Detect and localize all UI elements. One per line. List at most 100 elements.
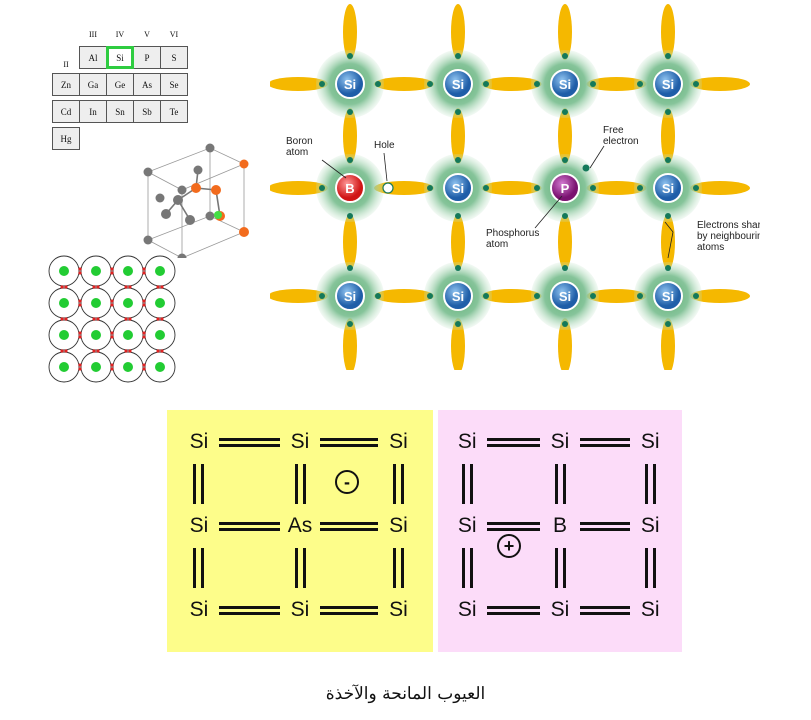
valence-electron <box>347 213 353 219</box>
bond-lobe <box>690 289 750 303</box>
covalent-bond <box>218 521 280 525</box>
valence-electron <box>562 53 568 59</box>
covalent-bond <box>487 527 540 531</box>
silicon-atom-label: Si <box>452 181 464 196</box>
covalent-bond <box>400 548 404 588</box>
covalent-bond <box>487 611 540 615</box>
silicon-atom-label: Si <box>344 289 356 304</box>
silicon-atom-label: Si <box>559 289 571 304</box>
valence-electron <box>347 157 353 163</box>
valence-electron <box>347 265 353 271</box>
covalent-bond <box>218 527 280 531</box>
atom-symbol-si: Si <box>290 598 310 621</box>
covalent-bond <box>193 464 197 504</box>
group-header: II <box>63 60 69 69</box>
bond-lobe <box>690 181 750 195</box>
atom-core <box>155 330 165 340</box>
atom-core <box>59 362 69 372</box>
atom-core <box>91 298 101 308</box>
covalent-bond <box>652 464 656 504</box>
covalent-bond <box>554 464 558 504</box>
element-cell-s: S <box>160 46 188 69</box>
valence-electron <box>455 213 461 219</box>
valence-electron <box>562 213 568 219</box>
boron-atom <box>335 173 365 203</box>
atom-core <box>91 266 101 276</box>
silicon-atom <box>550 281 580 311</box>
atom-core <box>123 266 133 276</box>
valence-electron <box>590 185 596 191</box>
phosphorus-atom <box>550 173 580 203</box>
covalent-bond <box>218 605 280 609</box>
covalent-bond <box>400 464 404 504</box>
covalent-bond <box>562 548 566 588</box>
atom-core <box>155 298 165 308</box>
circle-lattice-illustration <box>48 255 176 383</box>
group-header: IV <box>115 30 125 39</box>
boron-atom-label: B <box>345 181 354 196</box>
valence-electron <box>534 185 540 191</box>
covalent-bond <box>554 548 558 588</box>
silicon-atom <box>653 173 683 203</box>
covalent-bond <box>294 464 298 504</box>
silicon-atom <box>443 281 473 311</box>
element-cell-in: In <box>79 100 107 123</box>
atom-symbol-si: Si <box>389 514 408 537</box>
covalent-bond <box>302 548 306 588</box>
atom-symbol-si: Si <box>640 598 660 621</box>
group-header: VI <box>169 30 179 39</box>
valence-electron <box>375 293 381 299</box>
bond-lobe <box>451 4 465 60</box>
electron-charge-symbol: - <box>335 470 359 494</box>
bond-lobe <box>343 214 357 270</box>
silicon-atom-label: Si <box>452 77 464 92</box>
silicon-atom <box>443 69 473 99</box>
valence-electron <box>590 293 596 299</box>
atom-core <box>59 330 69 340</box>
valence-electron <box>427 81 433 87</box>
covalent-bond <box>580 437 631 441</box>
covalent-bond <box>320 443 379 447</box>
bond-lobe <box>481 181 542 195</box>
atom-symbol-si: Si <box>389 598 408 621</box>
atom-symbol-si: Si <box>457 598 477 621</box>
valence-electron <box>665 157 671 163</box>
covalent-bond <box>320 611 379 615</box>
covalent-bond <box>461 464 465 504</box>
bond-lobe <box>451 214 465 270</box>
valence-electron <box>562 109 568 115</box>
bond-lobe <box>451 108 465 164</box>
covalent-bond <box>487 521 540 525</box>
atom-symbol-si: Si <box>189 430 209 453</box>
hole-marker <box>382 182 394 194</box>
bond-lobe <box>481 289 542 303</box>
atom-symbol-b: B <box>552 514 567 537</box>
valence-electron <box>562 265 568 271</box>
covalent-bond <box>580 521 631 525</box>
atom-core <box>155 266 165 276</box>
covalent-bond <box>218 443 280 447</box>
covalent-bond <box>201 464 205 504</box>
valence-electron <box>427 293 433 299</box>
covalent-bond <box>320 437 379 441</box>
valence-electron <box>562 157 568 163</box>
silicon-atom <box>335 69 365 99</box>
silicon-atom <box>653 69 683 99</box>
covalent-bond <box>201 548 205 588</box>
covalent-bond <box>469 548 473 588</box>
element-cell-ge: Ge <box>106 73 134 96</box>
valence-electron <box>319 293 325 299</box>
covalent-bond <box>461 548 465 588</box>
atom-symbol-si: Si <box>457 430 477 453</box>
element-cell-te: Te <box>160 100 188 123</box>
valence-electron <box>319 81 325 87</box>
bond-lobe <box>343 318 357 370</box>
valence-electron <box>319 185 325 191</box>
covalent-bond <box>580 527 631 531</box>
valence-electron <box>455 157 461 163</box>
atom-symbol-si: Si <box>290 430 310 453</box>
covalent-bond <box>320 527 379 531</box>
